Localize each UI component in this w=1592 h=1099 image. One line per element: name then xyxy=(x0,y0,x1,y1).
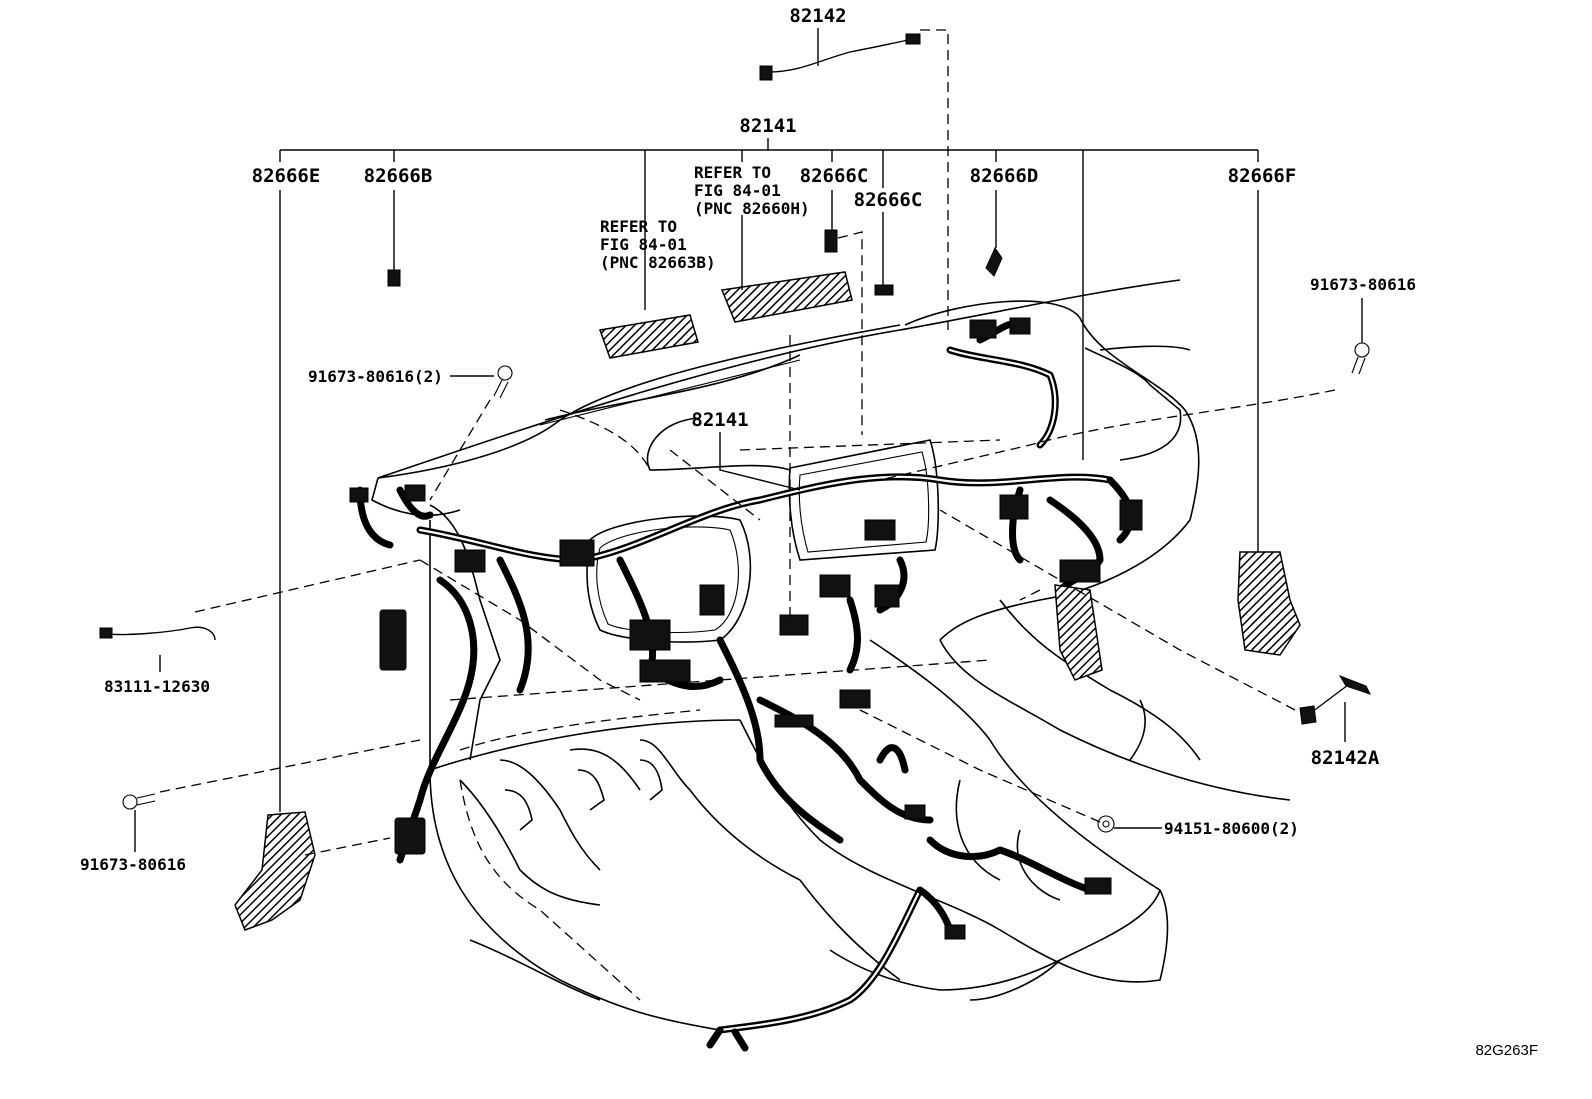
leader-lines xyxy=(134,28,1363,852)
label-82666E: 82666E xyxy=(252,165,321,187)
instrument-panel-outline xyxy=(371,279,1291,1031)
relay-82666C xyxy=(824,229,894,296)
bolt-icon xyxy=(493,365,513,399)
bolt-icon xyxy=(1351,342,1370,375)
figure-code: 82G263F xyxy=(1475,1042,1538,1059)
refer-note-b-line1: REFER TO xyxy=(694,163,771,182)
cable-82142 xyxy=(759,33,921,81)
label-82666B: 82666B xyxy=(364,165,433,187)
label-91673-80616-right: 91673-80616 xyxy=(1310,275,1416,294)
label-91673-80616-2: 91673-80616(2) xyxy=(308,367,443,386)
label-82666F: 82666F xyxy=(1228,165,1297,187)
label-82666D: 82666D xyxy=(970,165,1039,187)
refer-note-b-line3: (PNC 82660H) xyxy=(694,199,810,218)
refer-note-b-line2: FIG 84-01 xyxy=(694,181,781,200)
label-91673-80616-left: 91673-80616 xyxy=(80,855,186,874)
module-mid-right xyxy=(1054,584,1103,681)
label-94151-80600-2: 94151-80600(2) xyxy=(1164,819,1299,838)
relay-82666B xyxy=(387,269,401,287)
label-82141-mid: 82141 xyxy=(691,409,748,431)
label-82666C-upper: 82666C xyxy=(800,165,869,187)
refer-note-a-line2: FIG 84-01 xyxy=(600,235,687,254)
dashed-installation-lines xyxy=(159,29,1336,1001)
label-83111-12630: 83111-12630 xyxy=(104,677,210,696)
harness-connectors xyxy=(349,317,1143,940)
cable-83111-12630 xyxy=(99,626,216,641)
relay-block-82660H xyxy=(720,271,853,323)
relay-block-82663B xyxy=(598,314,699,359)
cable-82142A xyxy=(1299,675,1371,725)
relay-block-82666D xyxy=(985,246,1003,277)
junction-block-82666E xyxy=(234,811,316,931)
clip-icon xyxy=(1097,815,1115,833)
bolt-icon xyxy=(122,793,156,810)
label-82142A: 82142A xyxy=(1311,747,1380,769)
label-82141-top: 82141 xyxy=(739,115,796,137)
refer-note-a-line1: REFER TO xyxy=(600,217,677,236)
label-82142: 82142 xyxy=(789,5,846,27)
label-82666C-lower: 82666C xyxy=(854,189,923,211)
junction-block-82666F xyxy=(1237,551,1301,656)
refer-note-a-line3: (PNC 82663B) xyxy=(600,253,716,272)
